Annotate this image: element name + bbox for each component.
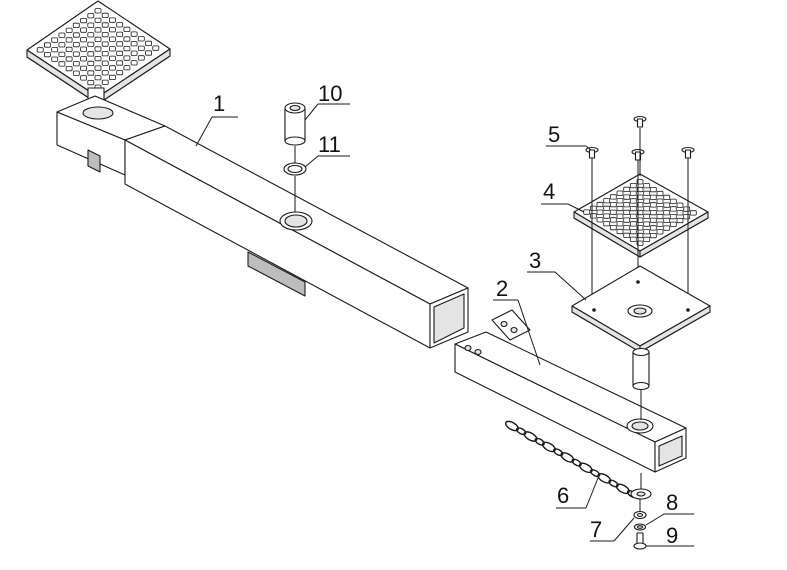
callout-6: 6 (556, 477, 599, 509)
arm-outer-tube (56, 95, 469, 349)
callout-label-8: 8 (666, 490, 678, 515)
callout-2: 2 (493, 276, 541, 366)
arm-inner-tube (454, 309, 687, 473)
screws-part-5 (585, 115, 695, 161)
bolt-part-9 (633, 532, 647, 550)
callout-label-1: 1 (213, 91, 225, 116)
callout-7: 7 (590, 517, 635, 542)
callout-label-6: 6 (557, 483, 569, 508)
callout-label-5: 5 (548, 122, 560, 147)
callout-10: 10 (304, 81, 350, 121)
right-rubber-pad (573, 173, 709, 258)
ring-part-11 (283, 162, 307, 176)
callout-11: 11 (304, 132, 350, 168)
callout-3: 3 (527, 248, 587, 301)
callout-4: 4 (541, 179, 585, 213)
callout-label-10: 10 (318, 81, 342, 106)
left-rubber-pad (26, 0, 171, 105)
pin-part-10 (284, 102, 306, 146)
washer-part-7 (633, 510, 647, 520)
callout-label-3: 3 (529, 248, 541, 273)
callout-label-9: 9 (666, 523, 678, 548)
callout-8: 8 (645, 490, 694, 526)
callout-1: 1 (195, 91, 238, 147)
right-pad-stem (632, 347, 650, 391)
callout-label-2: 2 (496, 276, 508, 301)
callout-label-7: 7 (590, 517, 602, 542)
callout-9: 9 (646, 523, 694, 548)
mounting-plate-part-3 (571, 265, 711, 353)
callout-label-4: 4 (543, 179, 555, 204)
spring-washer-part-8 (633, 523, 647, 531)
callout-5: 5 (546, 122, 592, 151)
callout-label-11: 11 (318, 132, 341, 157)
washer-large (630, 488, 652, 500)
